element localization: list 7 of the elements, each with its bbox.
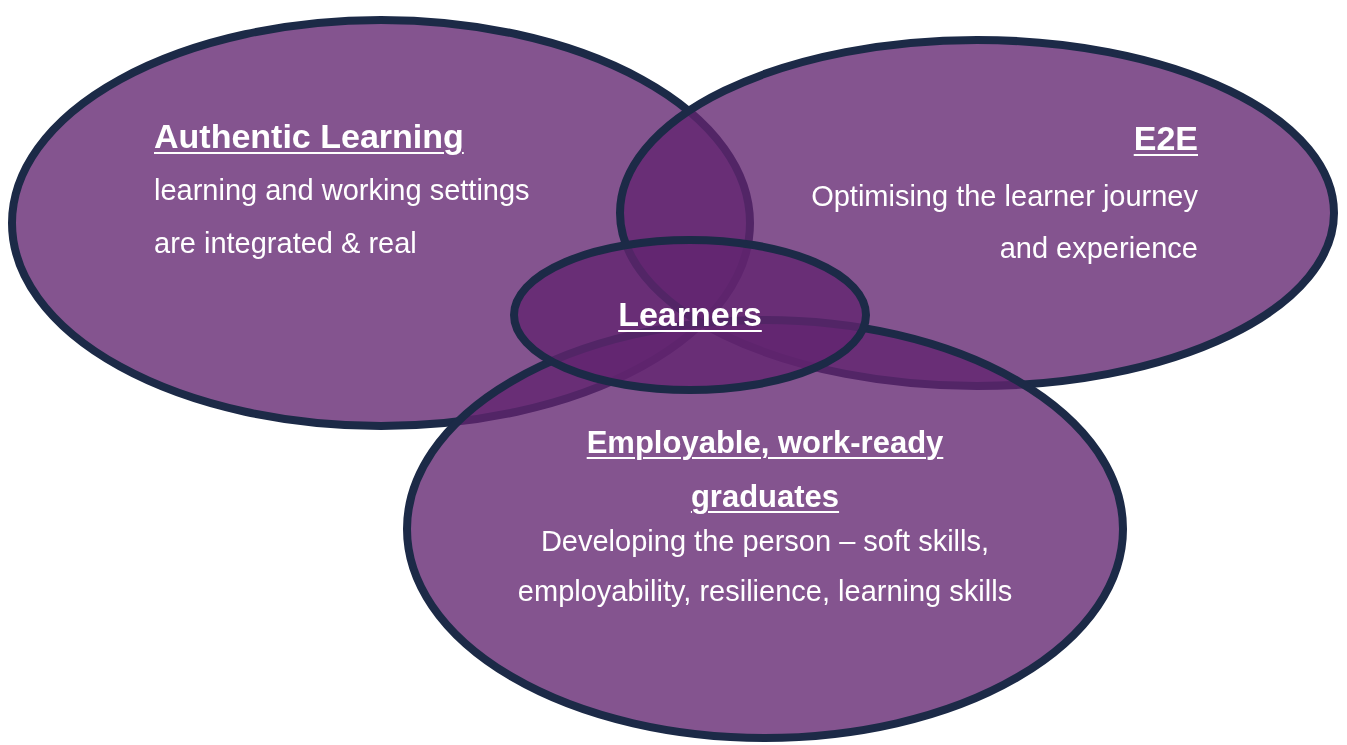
heading: E2E: [1132, 118, 1198, 159]
description: learning and working settings are integrated & real: [154, 173, 531, 261]
heading: Authentic Learning: [154, 116, 465, 157]
description: Optimising the learner journey and experience: [810, 179, 1198, 266]
heading: Employable, work-ready graduates: [585, 424, 945, 516]
heading: Learners: [617, 294, 763, 335]
description: Developing the person – soft skills, employability, resilience, learning skills: [516, 524, 1014, 609]
